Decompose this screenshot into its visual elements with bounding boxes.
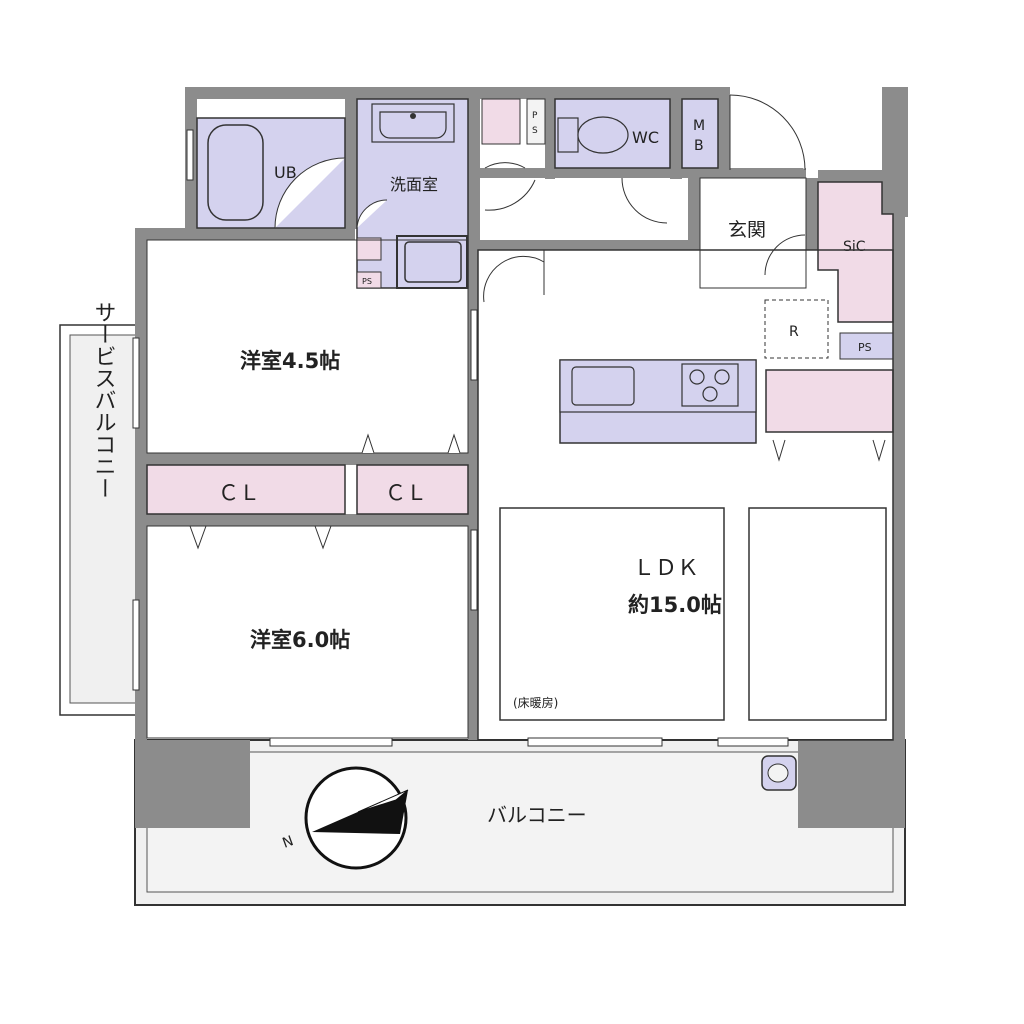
closets: ＣＬ ＣＬ [146,464,469,550]
entrance: 玄関 [699,177,807,289]
sic: SiC [817,181,894,323]
sic-label: SiC [843,239,866,255]
floor-heating-label: (床暖房) [513,695,558,710]
ps-right-label: PS [858,341,872,354]
washroom: PS 洗面室 [356,98,469,289]
windows [132,129,789,747]
western-room-4-5: 洋室4.5帖 [146,239,469,454]
ps-top-label-a: P [532,111,538,121]
ldk-size: 約15.0帖 [628,593,722,617]
cl1-label: ＣＬ [218,481,260,505]
wc: WC [554,98,671,224]
ps-top: P S [481,98,546,211]
kitchen-storage [765,369,894,462]
mb-label-top: M [693,118,705,134]
sliding-doors [470,309,478,611]
r-label: R [789,324,799,340]
north-label: N [280,833,295,852]
service-balcony-text-group: サービスバルコニー [91,301,116,499]
washroom-label: 洗面室 [390,175,438,194]
mb: M B [681,98,719,169]
entrance-door [729,94,806,171]
western2-label: 洋室6.0帖 [250,628,350,652]
service-balcony [59,324,141,716]
entrance-label: 玄関 [728,219,766,241]
ps-top-label-b: S [532,126,538,136]
ldk-title: ＬＤＫ [633,556,699,581]
ps-right: PS [839,332,894,360]
ldk: ＬＤＫ 約15.0帖 (床暖房) [477,249,894,741]
ps-small-label: PS [362,277,372,286]
service-balcony-label: サービスバルコニー [91,301,116,499]
western1-label: 洋室4.5帖 [240,349,340,373]
mb-label-bottom: B [694,138,704,154]
balcony-label: バルコニー [487,803,587,827]
ub-label: UB [274,163,297,182]
kitchen-counter [559,359,757,444]
cl2-label: ＣＬ [385,481,427,505]
compass-icon: N [280,766,409,870]
refrigerator-space: R [764,299,829,359]
unit-bath: UB [196,117,346,229]
wc-label: WC [632,128,659,147]
balcony-faucet [761,755,797,791]
western-room-6-0: 洋室6.0帖 [146,525,469,739]
